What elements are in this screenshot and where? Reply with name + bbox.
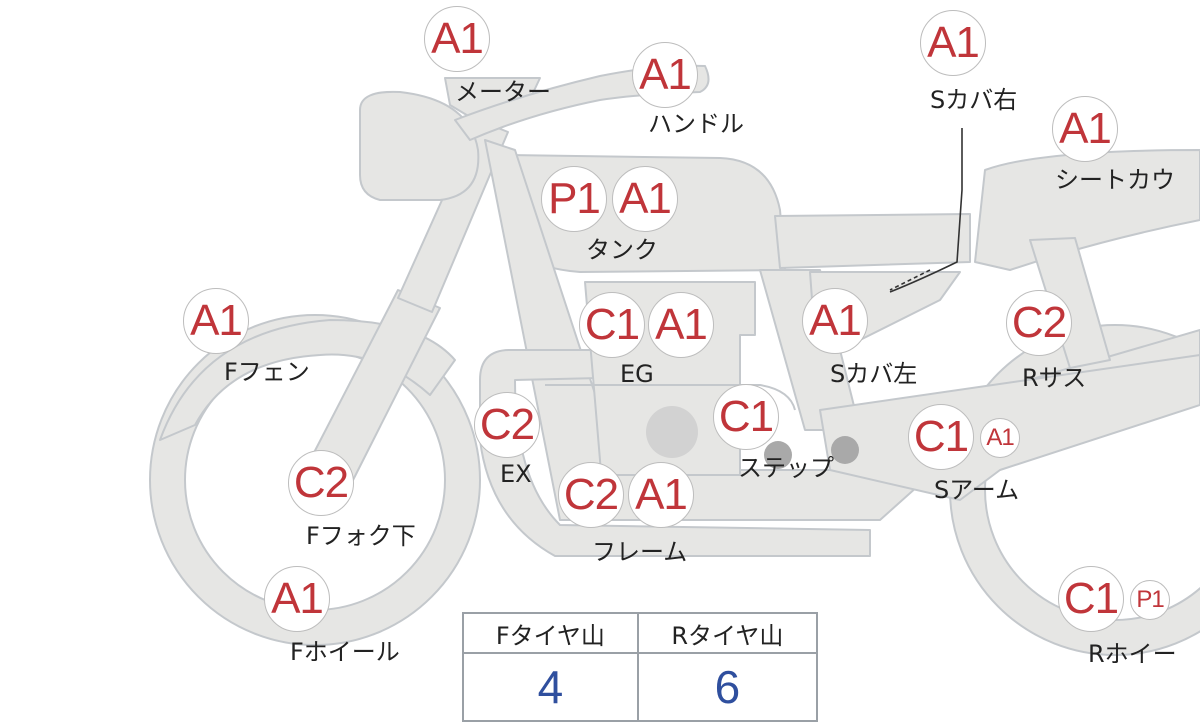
front-tire-value: 4: [462, 652, 639, 722]
tire-tread-table: Fタイヤ山 Rタイヤ山 4 6: [462, 612, 819, 722]
part-label-f-fender: Fフェン: [224, 358, 310, 386]
rear-tire-header: Rタイヤ山: [636, 612, 819, 654]
part-label-tank: タンク: [586, 236, 658, 264]
part-label-meter: メーター: [455, 78, 551, 106]
grade-badge-r-wheel-c1: C1: [1058, 566, 1124, 632]
part-label-s-arm: Sアーム: [934, 476, 1020, 504]
grade-badge-engine-c1: C1: [579, 292, 645, 358]
part-label-s-cover-l: Sカバ左: [830, 360, 918, 388]
grade-badge-engine-a1: A1: [648, 292, 714, 358]
leader-line-dash: [889, 269, 931, 291]
grade-badge-f-fork: C2: [288, 450, 354, 516]
grade-badge-tank-a1: A1: [612, 166, 678, 232]
part-label-r-wheel: Rホイー: [1088, 640, 1177, 668]
grade-badge-f-fender: A1: [183, 288, 249, 354]
leader-line: [889, 128, 963, 293]
grade-badge-handle: A1: [632, 42, 698, 108]
engine-case-shape: [646, 406, 698, 458]
rear-tire-value: 6: [636, 652, 819, 722]
grade-badge-step: C1: [713, 384, 779, 450]
grade-badge-f-wheel: A1: [264, 566, 330, 632]
grade-badge-meter: A1: [424, 6, 490, 72]
part-label-s-cover-r: Sカバ右: [930, 86, 1018, 114]
footpeg-rear-shape: [831, 436, 859, 464]
front-tire-header: Fタイヤ山: [462, 612, 639, 654]
grade-badge-exhaust: C2: [474, 392, 540, 458]
frame-lower-shape: [479, 349, 871, 557]
part-label-engine: EG: [620, 360, 654, 388]
part-label-f-fork: Fフォク下: [306, 522, 416, 550]
part-label-frame: フレーム: [592, 538, 688, 566]
seat-base-shape: [774, 213, 971, 269]
part-label-seat-cowl: シートカウ: [1055, 166, 1175, 194]
grade-badge-r-wheel-p1: P1: [1130, 580, 1170, 620]
grade-badge-tank-p1: P1: [541, 166, 607, 232]
grade-badge-s-arm-c1: C1: [908, 404, 974, 470]
part-label-step: ステップ: [738, 454, 834, 482]
exhaust-shape: [545, 384, 796, 411]
grade-badge-frame-c2: C2: [558, 462, 624, 528]
grade-badge-seat-cowl: A1: [1052, 96, 1118, 162]
part-label-handle: ハンドル: [648, 110, 744, 138]
grade-badge-r-sus: C2: [1006, 290, 1072, 356]
grade-badge-s-cover-r: A1: [920, 10, 986, 76]
grade-badge-s-cover-l: A1: [802, 288, 868, 354]
part-label-f-wheel: Fホイール: [290, 638, 400, 666]
part-label-r-sus: Rサス: [1022, 364, 1087, 392]
headlight-shape: [359, 90, 480, 201]
part-label-exhaust: EX: [500, 460, 532, 488]
footpeg-front-shape: [764, 441, 792, 469]
grade-badge-s-arm-a1: A1: [980, 418, 1020, 458]
grade-badge-frame-a1: A1: [628, 462, 694, 528]
